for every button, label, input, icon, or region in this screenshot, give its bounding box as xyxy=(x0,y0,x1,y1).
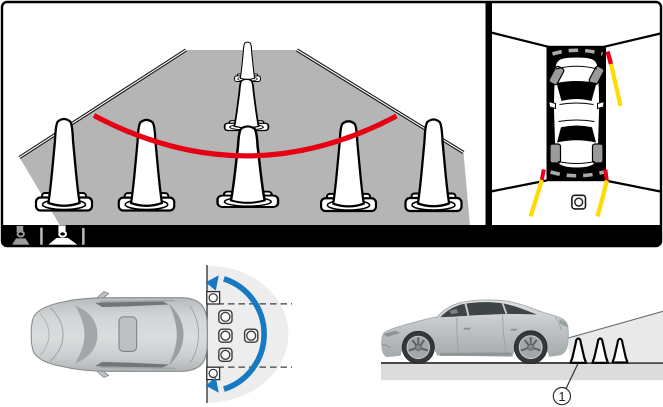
svg-text:1: 1 xyxy=(558,389,565,404)
